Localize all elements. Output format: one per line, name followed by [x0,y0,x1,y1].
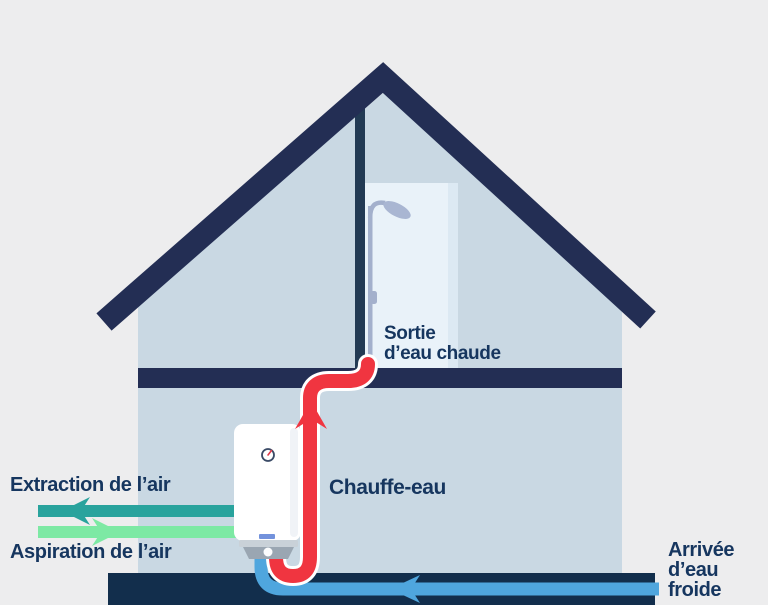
air-extraction-bar [38,505,237,517]
hot-water-outlet-line1: Sortie [384,323,436,344]
heater-brand-label [259,534,275,539]
shower-panel-edge [448,183,458,368]
shower-neck-pipe [367,200,386,219]
shower-fixture [367,200,411,368]
water-heater-label: Chauffe-eau [329,476,446,499]
floor-band [138,368,622,388]
cold-water-inlet-line2: d’eau [668,559,719,581]
cold-water-arrow-icon [390,575,420,603]
shower-head-icon [383,201,411,219]
cold-water-inlet-label: Arrivée d’eau froide [668,539,735,601]
air-intake-arrow-icon [92,518,120,546]
air-intake-label: Aspiration de l’air [10,541,172,563]
water-heater [234,424,301,559]
cold-water-inlet-line1: Arrivée [668,539,735,561]
heater-gauge-needle [267,449,273,456]
hot-water-outlet-line2: d’eau chaude [384,343,501,364]
air-extraction-label: Extraction de l’air [10,474,171,496]
interior-wall [355,104,365,370]
hot-water-pipe [269,357,375,584]
shower-valve-handle [370,291,377,304]
air-intake-bar [38,526,237,538]
hot-water-arrow-icon [295,401,327,429]
air-extraction-arrow-icon [62,497,90,525]
cold-water-inlet-line3: froide [668,579,722,601]
heater-base-hole [263,547,273,557]
water-heater-body [234,424,301,541]
water-heater-shade [290,428,298,537]
roof [96,62,656,331]
shower-panel [364,183,458,368]
hot-water-outlet-label: Sortie d’eau chaude [384,324,501,364]
cold-water-pipe [254,547,659,596]
shower-riser-pipe [368,206,373,368]
heater-base-plate [239,540,298,547]
